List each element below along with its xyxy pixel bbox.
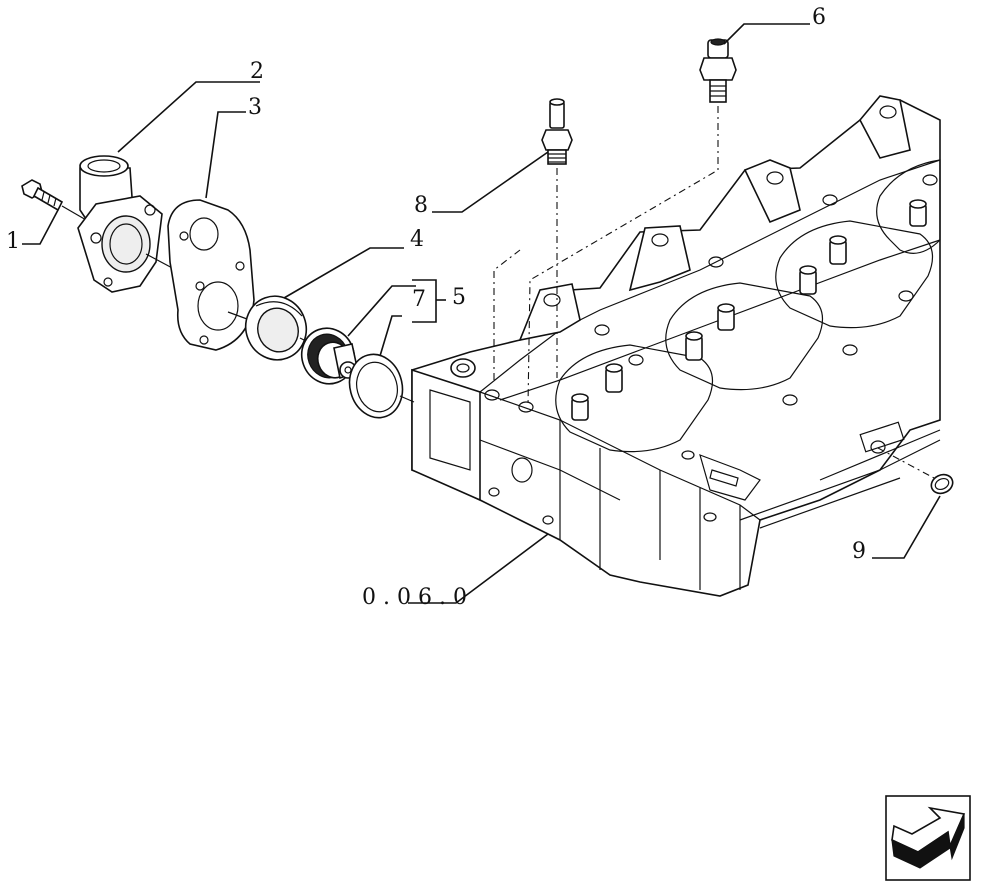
leader-lines (22, 23, 941, 604)
fitting-part-8 (541, 98, 573, 378)
seal-ring-part-4 (244, 295, 321, 361)
gasket-part-3 (167, 199, 267, 351)
sensor-part-6 (493, 38, 737, 407)
callout-8: 8 (414, 193, 428, 218)
callout-7: 7 (412, 287, 426, 312)
reference-number: 0 . 0 6 . 0 (362, 585, 467, 610)
callout-3: 3 (248, 95, 262, 120)
callout-4: 4 (410, 227, 424, 252)
callout-5: 5 (452, 285, 466, 310)
cylinder-head (411, 95, 941, 597)
plug-part-9 (877, 447, 954, 495)
o-ring-part-5 (348, 353, 415, 419)
callout-1: 1 (6, 229, 20, 254)
callout-6: 6 (812, 5, 826, 30)
callout-2: 2 (250, 59, 264, 84)
callout-9: 9 (852, 539, 866, 564)
bolt-part-1 (21, 179, 101, 229)
water-outlet-part-2 (77, 155, 177, 293)
next-page-arrow-icon[interactable] (885, 795, 971, 881)
